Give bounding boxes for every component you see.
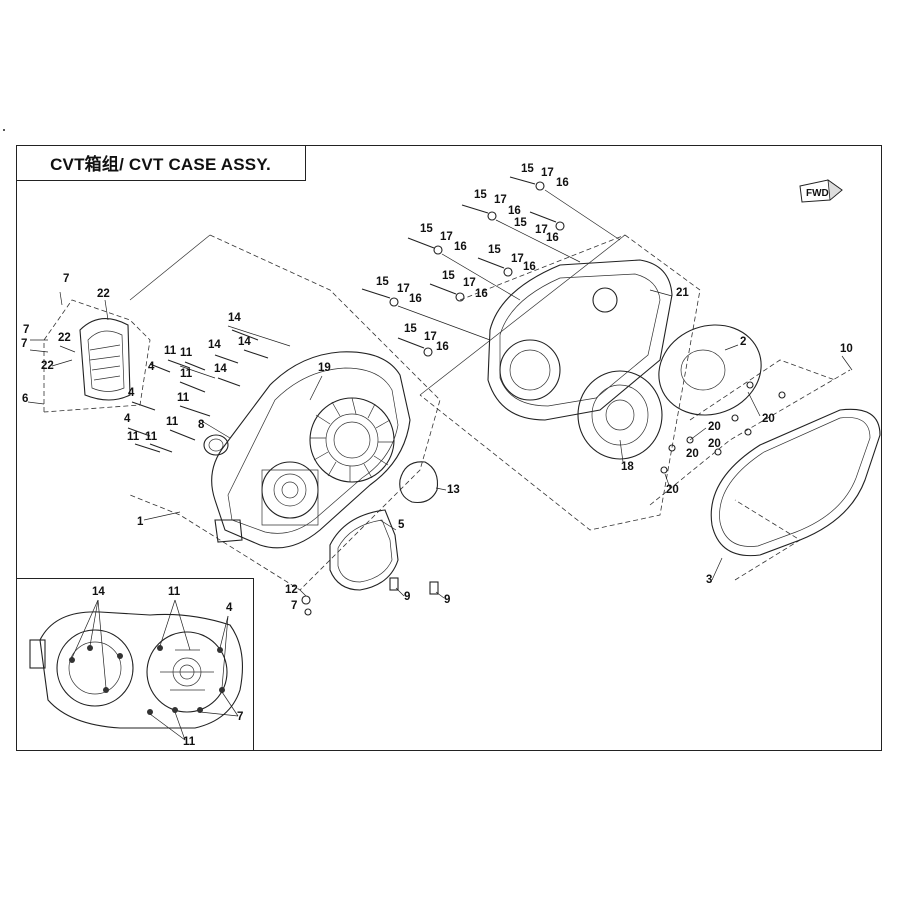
callout-c17h: 17 bbox=[424, 331, 437, 343]
callout-c19: 19 bbox=[318, 362, 331, 374]
inset-callout-labels: 14 11 4 7 11 bbox=[92, 586, 243, 748]
callout-c13: 13 bbox=[447, 484, 460, 496]
callout-i7: 7 bbox=[237, 711, 243, 723]
left-bolt-group bbox=[127, 325, 291, 453]
callout-c7d: 7 bbox=[291, 600, 297, 612]
fwd-label: FWD bbox=[806, 188, 829, 199]
diagram-frame bbox=[16, 145, 882, 751]
callout-c15d: 15 bbox=[420, 223, 433, 235]
callout-c17a: 17 bbox=[541, 167, 554, 179]
callout-c16c: 16 bbox=[546, 232, 559, 244]
callout-c2: 2 bbox=[740, 336, 746, 348]
callout-c15h: 15 bbox=[404, 323, 417, 335]
callout-c4c: 4 bbox=[124, 413, 131, 425]
callout-c17b: 17 bbox=[494, 194, 507, 206]
callout-c17g: 17 bbox=[463, 277, 476, 289]
outer-cover bbox=[361, 176, 701, 531]
callout-c20e: 20 bbox=[666, 484, 679, 496]
gasket-5 bbox=[329, 509, 399, 591]
callout-c17f: 17 bbox=[397, 283, 410, 295]
callout-c20a: 20 bbox=[762, 413, 775, 425]
callout-c11d: 11 bbox=[177, 392, 190, 404]
callout-c16e: 16 bbox=[523, 261, 536, 273]
callout-c8: 8 bbox=[198, 419, 205, 431]
callout-c15f: 15 bbox=[376, 276, 389, 288]
callout-c15c: 15 bbox=[514, 217, 527, 229]
callout-c14d: 14 bbox=[238, 336, 251, 348]
callout-c18: 18 bbox=[621, 461, 634, 473]
callout-c17c: 17 bbox=[535, 224, 548, 236]
gasket-13 bbox=[399, 461, 447, 504]
oil-seal bbox=[203, 434, 229, 456]
callout-c9a: 9 bbox=[404, 591, 410, 603]
callout-c11c: 11 bbox=[180, 368, 193, 380]
callout-c6: 6 bbox=[22, 393, 28, 405]
callout-c12: 12 bbox=[285, 584, 298, 596]
callout-c17e: 17 bbox=[511, 253, 524, 265]
callout-c16d: 16 bbox=[454, 241, 467, 253]
callout-c11f: 11 bbox=[127, 431, 140, 443]
callout-i4: 4 bbox=[226, 602, 233, 614]
forward-arrow-icon: FWD bbox=[799, 179, 843, 203]
inset-panel bbox=[16, 578, 254, 751]
callout-c11b: 11 bbox=[180, 347, 193, 359]
callout-c15b: 15 bbox=[474, 189, 487, 201]
callout-c16f: 16 bbox=[409, 293, 422, 305]
inner-case bbox=[129, 234, 441, 591]
callout-c14c: 14 bbox=[214, 363, 227, 375]
callout-c20b: 20 bbox=[708, 421, 721, 433]
callout-i14: 14 bbox=[92, 586, 105, 598]
callout-c7b: 7 bbox=[23, 324, 29, 336]
clutch-parts bbox=[459, 234, 836, 489]
callout-c20c: 20 bbox=[708, 438, 721, 450]
callout-c7a: 7 bbox=[63, 273, 69, 285]
callout-c21: 21 bbox=[676, 287, 689, 299]
callout-c16h: 16 bbox=[436, 341, 449, 353]
callout-c20d: 20 bbox=[686, 448, 699, 460]
callout-c14b: 14 bbox=[208, 339, 221, 351]
callout-i11b: 11 bbox=[183, 736, 196, 748]
callout-c17d: 17 bbox=[440, 231, 453, 243]
callout-c22c: 22 bbox=[41, 360, 54, 372]
callout-c15g: 15 bbox=[442, 270, 455, 282]
inset-view bbox=[29, 599, 243, 741]
callout-c22a: 22 bbox=[97, 288, 110, 300]
callout-c1: 1 bbox=[137, 516, 144, 528]
callout-c16g: 16 bbox=[475, 288, 488, 300]
callout-c14a: 14 bbox=[228, 312, 241, 324]
callout-c5: 5 bbox=[398, 519, 405, 531]
callout-c11g: 11 bbox=[145, 431, 158, 443]
diagram-title: CVT箱组/ CVT CASE ASSY. bbox=[50, 155, 271, 174]
callout-c16b: 16 bbox=[508, 205, 521, 217]
callout-c4a: 4 bbox=[148, 361, 155, 373]
large-gasket bbox=[649, 355, 881, 581]
callout-c9b: 9 bbox=[444, 594, 450, 606]
callout-c11e: 11 bbox=[166, 416, 179, 428]
callout-c22b: 22 bbox=[58, 332, 71, 344]
callout-c15a: 15 bbox=[521, 163, 534, 175]
callout-c10: 10 bbox=[840, 343, 853, 355]
callout-c4b: 4 bbox=[128, 387, 135, 399]
callout-c11a: 11 bbox=[164, 345, 177, 357]
callout-i11a: 11 bbox=[168, 586, 181, 598]
callout-c3: 3 bbox=[706, 574, 712, 586]
callout-c7c: 7 bbox=[21, 338, 27, 350]
title-box: CVT箱组/ CVT CASE ASSY. bbox=[16, 145, 306, 181]
callout-c16a: 16 bbox=[556, 177, 569, 189]
dowel-pins bbox=[299, 577, 445, 616]
callout-c15e: 15 bbox=[488, 244, 501, 256]
